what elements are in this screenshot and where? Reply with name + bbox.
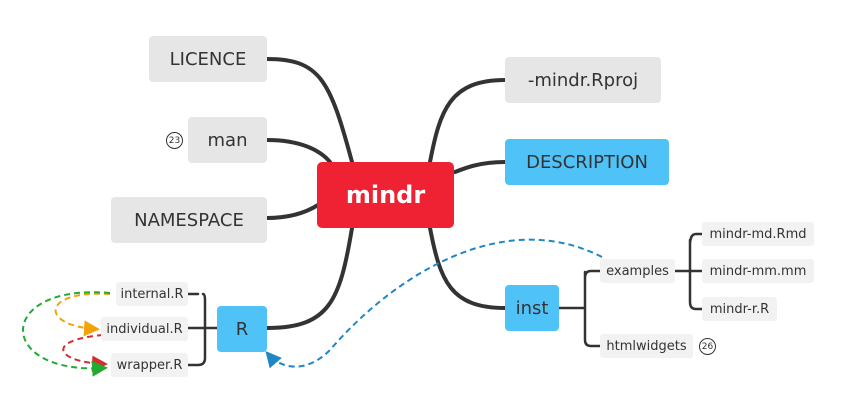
topic-licence[interactable]: LICENCE [149, 36, 267, 82]
topic-man[interactable]: man [188, 117, 267, 163]
arrow-internal-wrapper [22, 291, 111, 377]
inst-htmlwidgets[interactable]: htmlwidgets [600, 334, 693, 358]
topic-namespace[interactable]: NAMESPACE [111, 197, 267, 243]
example-file-rmd[interactable]: mindr-md.Rmd [702, 222, 814, 246]
topic-rproj[interactable]: -mindr.Rproj [505, 57, 661, 103]
inst-htmlwidgets-label: htmlwidgets [606, 338, 687, 354]
r-file-individual[interactable]: individual.R [101, 317, 188, 341]
branch-description [453, 160, 507, 174]
example-file-label: mindr-r.R [709, 301, 770, 317]
root-label: mindr [345, 181, 426, 209]
topic-description-label: DESCRIPTION [526, 151, 648, 173]
example-file-mm[interactable]: mindr-mm.mm [702, 259, 814, 283]
branch-examples-files [673, 232, 706, 311]
example-file-label: mindr-mm.mm [709, 263, 807, 279]
man-count-badge: 23 [166, 132, 183, 149]
root-node[interactable]: mindr [317, 162, 454, 228]
topic-r[interactable]: R [217, 306, 267, 352]
inst-examples-label: examples [606, 263, 669, 279]
inst-examples[interactable]: examples [600, 259, 675, 283]
r-file-label: individual.R [106, 321, 183, 337]
branch-inst [428, 226, 507, 310]
topic-namespace-label: NAMESPACE [134, 209, 244, 231]
branch-namespace [265, 203, 320, 220]
r-file-label: wrapper.R [116, 357, 183, 373]
topic-inst[interactable]: inst [505, 285, 559, 331]
arrow-examples-r [265, 238, 603, 369]
r-file-label: internal.R [120, 286, 184, 302]
branch-r-files [186, 292, 219, 367]
topic-licence-label: LICENCE [169, 48, 247, 70]
topic-inst-label: inst [515, 297, 549, 319]
example-file-label: mindr-md.Rmd [709, 226, 807, 242]
arrow-internal-individual [54, 292, 111, 337]
arrow-individual-wrapper [62, 334, 108, 372]
branch-rproj [428, 78, 507, 164]
r-file-internal[interactable]: internal.R [116, 282, 188, 306]
branch-inst-children [557, 269, 602, 348]
example-file-r[interactable]: mindr-r.R [702, 297, 777, 321]
branch-man [265, 138, 332, 164]
topic-r-label: R [235, 318, 249, 340]
branch-licence [265, 57, 354, 164]
branch-r [265, 226, 354, 330]
topic-man-label: man [207, 129, 248, 151]
topic-rproj-label: -mindr.Rproj [527, 69, 639, 91]
r-file-wrapper[interactable]: wrapper.R [111, 353, 188, 377]
topic-description[interactable]: DESCRIPTION [505, 139, 669, 185]
htmlwidgets-count-badge: 26 [699, 338, 716, 355]
